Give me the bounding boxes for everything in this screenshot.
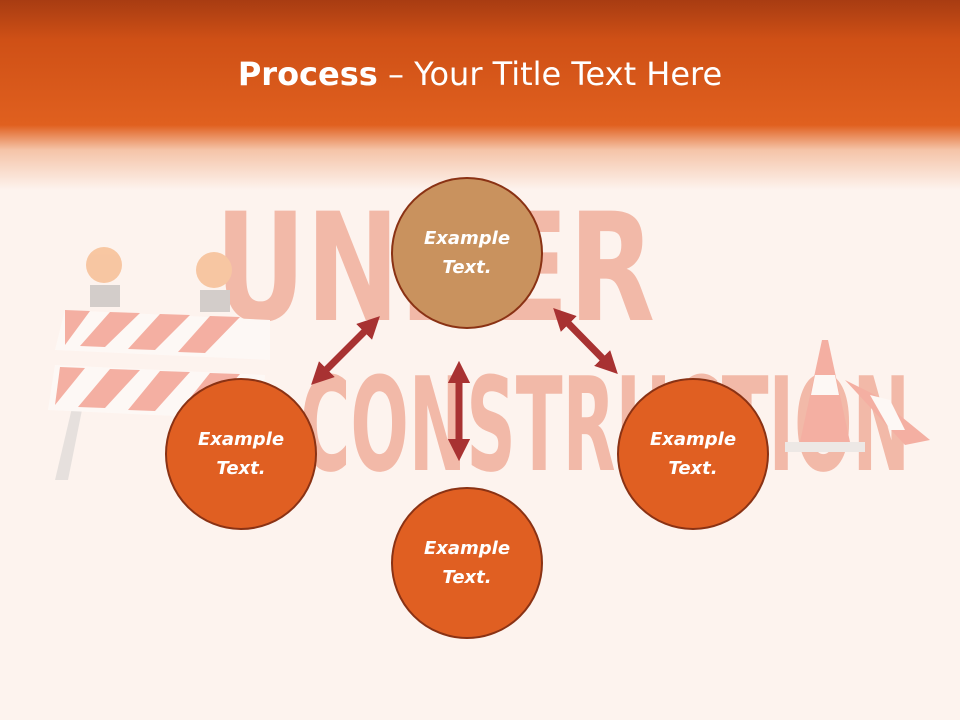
node-left-label: Example Text. <box>197 429 285 479</box>
node-right-label: Example Text. <box>649 429 737 479</box>
node-top-label: Example Text. <box>423 228 511 278</box>
traffic-cones <box>785 340 930 452</box>
node-bottom-label: Example Text. <box>423 538 511 588</box>
node-right[interactable]: Example Text. <box>617 378 769 530</box>
title-rest: – Your Title Text Here <box>377 55 723 93</box>
node-bottom[interactable]: Example Text. <box>391 487 543 639</box>
node-top[interactable]: Example Text. <box>391 177 543 329</box>
sign-text-construction: CONSTRUCTION <box>300 349 910 501</box>
arrow-top-left <box>311 316 380 385</box>
title-bold: Process <box>237 55 378 93</box>
page-title: Process – Your Title Text Here <box>0 52 960 96</box>
arrow-top-right <box>553 308 618 374</box>
node-left[interactable]: Example Text. <box>165 378 317 530</box>
header-band <box>0 0 960 190</box>
